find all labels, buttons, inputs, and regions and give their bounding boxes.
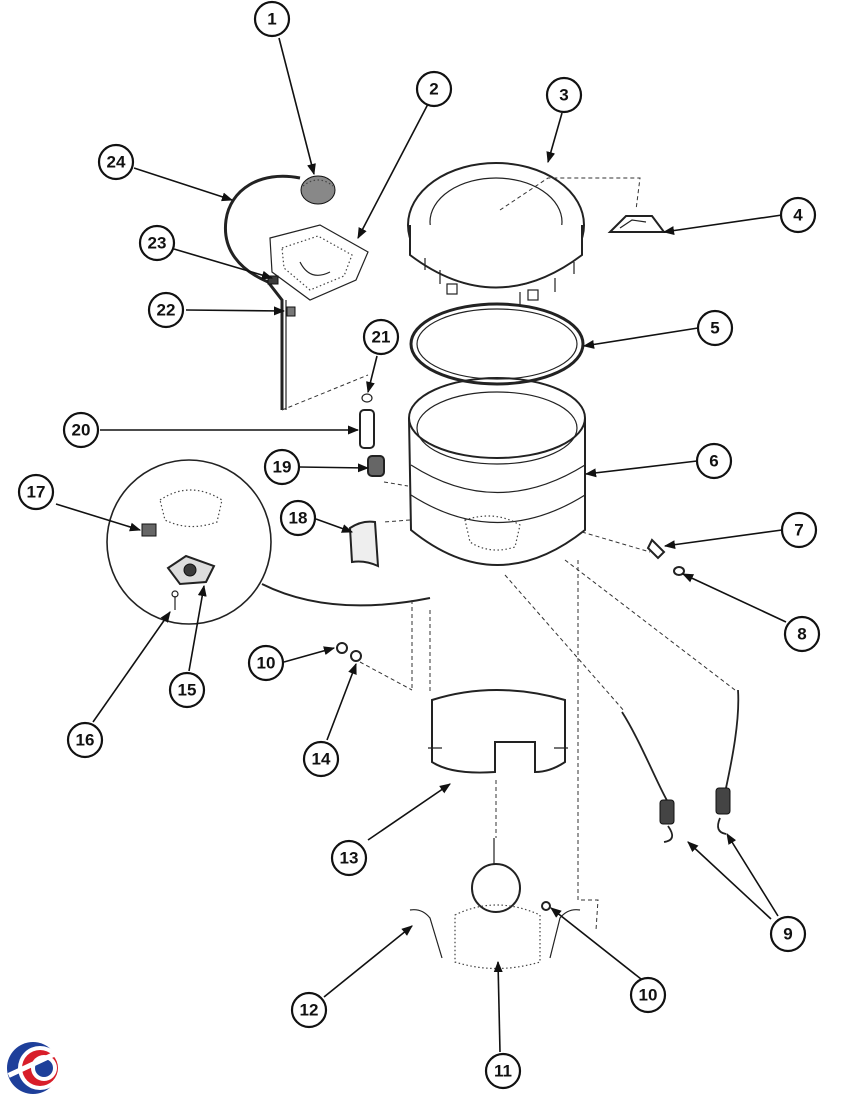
svg-text:8: 8 [797, 625, 806, 644]
drain-fitting-part [367, 455, 385, 477]
callout-15: 15 [168, 671, 206, 709]
counterweight-part [428, 689, 568, 774]
svg-text:17: 17 [27, 483, 46, 502]
callout-9: 9 [769, 915, 807, 953]
svg-text:10: 10 [639, 986, 658, 1005]
svg-text:11: 11 [494, 1062, 512, 1081]
tub-cover-part [407, 162, 585, 306]
svg-text:7: 7 [794, 521, 803, 540]
callout-8: 8 [783, 615, 821, 653]
svg-text:2: 2 [429, 80, 438, 99]
callout-19: 19 [263, 448, 301, 486]
dispenser-cap-part [300, 175, 336, 205]
callout-13: 13 [330, 839, 368, 877]
dashed-guides [281, 177, 736, 931]
dispenser-box-part [269, 224, 369, 301]
svg-text:9: 9 [783, 925, 792, 944]
callout-21: 21 [362, 318, 400, 356]
callout-14: 14 [302, 740, 340, 778]
callout-23: 23 [138, 224, 176, 262]
tub-ring-part [409, 302, 585, 386]
svg-text:14: 14 [312, 750, 331, 769]
svg-text:15: 15 [178, 681, 197, 700]
svg-text:24: 24 [107, 153, 126, 172]
callout-10a: 10 [247, 644, 285, 682]
outer-tub-part [408, 377, 586, 566]
brand-logo [7, 1042, 62, 1094]
svg-text:1: 1 [267, 10, 276, 29]
svg-text:5: 5 [710, 319, 719, 338]
svg-text:20: 20 [72, 421, 91, 440]
callout-11: 11 [484, 1052, 522, 1090]
leader-lines [55, 37, 787, 1053]
callout-5: 5 [696, 309, 734, 347]
svg-text:21: 21 [372, 328, 391, 347]
svg-text:23: 23 [148, 234, 167, 253]
callout-4: 4 [779, 196, 817, 234]
callout-17: 17 [17, 473, 55, 511]
bracket-screw-part [673, 566, 685, 576]
svg-text:19: 19 [273, 458, 292, 477]
svg-text:4: 4 [793, 206, 803, 225]
callout-1: 1 [253, 0, 291, 38]
drain-hose-part [261, 583, 431, 607]
callout-10b: 10 [629, 976, 667, 1014]
svg-text:12: 12 [300, 1001, 319, 1020]
callout-12: 12 [290, 991, 328, 1029]
svg-text:10: 10 [257, 654, 276, 673]
fill-hose-part [223, 174, 301, 410]
callout-18: 18 [279, 499, 317, 537]
detail-circle [106, 459, 272, 625]
cover-clip-part [607, 215, 666, 233]
springs-part [621, 689, 740, 843]
tub-bracket-part [646, 538, 666, 560]
svg-text:3: 3 [559, 86, 568, 105]
svg-text:13: 13 [340, 849, 359, 868]
svg-text:22: 22 [157, 301, 176, 320]
callout-6: 6 [695, 442, 733, 480]
transmission-part [409, 838, 581, 970]
tub-seal-part [348, 520, 380, 568]
fasteners-part [336, 642, 551, 911]
svg-text:6: 6 [709, 452, 718, 471]
callout-7: 7 [780, 511, 818, 549]
callout-22: 22 [147, 291, 185, 329]
callout-20: 20 [62, 411, 100, 449]
svg-text:16: 16 [76, 731, 95, 750]
svg-text:18: 18 [289, 509, 308, 528]
callout-24: 24 [97, 143, 135, 181]
pressure-tube-part [359, 393, 375, 449]
callout-3: 3 [545, 76, 583, 114]
callout-2: 2 [415, 70, 453, 108]
callout-16: 16 [66, 721, 104, 759]
